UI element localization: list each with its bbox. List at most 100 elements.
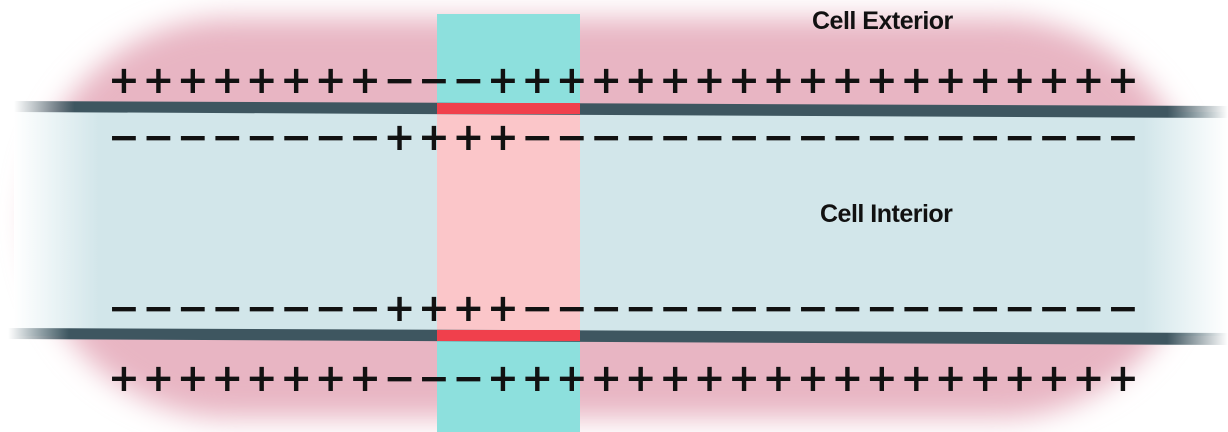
- positive-charge: +: [142, 356, 175, 400]
- negative-charge: −: [590, 115, 623, 159]
- negative-charge: −: [314, 286, 347, 330]
- positive-charge: +: [486, 286, 519, 330]
- positive-charge: +: [280, 58, 313, 102]
- positive-charge: +: [245, 58, 278, 102]
- positive-charge: +: [1003, 58, 1036, 102]
- negative-charge: −: [865, 286, 898, 330]
- positive-charge: +: [900, 58, 933, 102]
- cell-interior: [14, 112, 1228, 336]
- positive-charge: +: [1072, 356, 1105, 400]
- positive-charge: +: [245, 356, 278, 400]
- negative-charge: −: [831, 286, 864, 330]
- positive-charge: +: [831, 58, 864, 102]
- positive-charge: +: [1107, 356, 1139, 400]
- negative-charge: −: [693, 286, 726, 330]
- positive-charge: +: [418, 286, 450, 330]
- negative-charge: −: [1072, 115, 1105, 159]
- negative-charge: −: [900, 115, 933, 159]
- negative-charge: −: [762, 286, 795, 330]
- negative-charge: −: [659, 286, 692, 330]
- positive-charge: +: [314, 356, 347, 400]
- negative-charge: −: [934, 286, 967, 330]
- positive-charge: +: [934, 356, 967, 400]
- positive-charge: +: [555, 356, 588, 400]
- negative-charge: −: [1038, 115, 1070, 159]
- charge-row-outer-top: ++++++++−−−+++++++++++++++++++: [108, 60, 1140, 100]
- negative-charge: −: [245, 286, 278, 330]
- negative-charge: −: [452, 356, 485, 400]
- negative-charge: −: [521, 286, 554, 330]
- depolarized-interior-zone: [437, 112, 580, 336]
- positive-charge: +: [176, 58, 209, 102]
- negative-charge: −: [624, 286, 657, 330]
- positive-charge: +: [659, 356, 692, 400]
- positive-charge: +: [659, 58, 692, 102]
- positive-charge: +: [486, 356, 519, 400]
- positive-charge: +: [383, 286, 416, 330]
- charge-row-inner-bottom: −−−−−−−−++++−−−−−−−−−−−−−−−−−−: [108, 288, 1140, 328]
- positive-charge: +: [693, 356, 726, 400]
- negative-charge: −: [762, 115, 795, 159]
- negative-charge: −: [934, 115, 967, 159]
- negative-charge: −: [108, 115, 140, 159]
- negative-charge: −: [280, 286, 313, 330]
- negative-charge: −: [245, 115, 278, 159]
- depolarized-membrane-top: [437, 103, 580, 114]
- negative-charge: −: [314, 115, 347, 159]
- negative-charge: −: [176, 286, 209, 330]
- positive-charge: +: [831, 356, 864, 400]
- positive-charge: +: [383, 115, 416, 159]
- negative-charge: −: [624, 115, 657, 159]
- positive-charge: +: [693, 58, 726, 102]
- positive-charge: +: [900, 356, 933, 400]
- negative-charge: −: [728, 286, 760, 330]
- positive-charge: +: [349, 58, 381, 102]
- negative-charge: −: [1003, 115, 1036, 159]
- positive-charge: +: [762, 58, 795, 102]
- positive-charge: +: [969, 58, 1002, 102]
- negative-charge: −: [349, 286, 381, 330]
- membrane-top: [14, 101, 1228, 118]
- positive-charge: +: [486, 115, 519, 159]
- positive-charge: +: [1107, 58, 1139, 102]
- charge-row-inner-top: −−−−−−−−++++−−−−−−−−−−−−−−−−−−: [108, 117, 1140, 157]
- positive-charge: +: [969, 356, 1002, 400]
- positive-charge: +: [521, 356, 554, 400]
- negative-charge: −: [865, 115, 898, 159]
- negative-charge: −: [831, 115, 864, 159]
- negative-charge: −: [452, 58, 485, 102]
- negative-charge: −: [211, 115, 244, 159]
- positive-charge: +: [486, 58, 519, 102]
- positive-charge: +: [211, 356, 244, 400]
- negative-charge: −: [142, 115, 175, 159]
- negative-charge: −: [693, 115, 726, 159]
- charge-row-outer-bottom: ++++++++−−−+++++++++++++++++++: [108, 358, 1140, 398]
- negative-charge: −: [383, 356, 416, 400]
- cell-exterior-label: Cell Exterior: [812, 7, 953, 35]
- positive-charge: +: [1003, 356, 1036, 400]
- positive-charge: +: [797, 58, 829, 102]
- depolarized-membrane-bottom: [437, 330, 580, 341]
- negative-charge: −: [1038, 286, 1070, 330]
- positive-charge: +: [1072, 58, 1105, 102]
- positive-charge: +: [590, 356, 623, 400]
- positive-charge: +: [280, 356, 313, 400]
- positive-charge: +: [797, 356, 829, 400]
- negative-charge: −: [1003, 286, 1036, 330]
- negative-charge: −: [349, 115, 381, 159]
- positive-charge: +: [314, 58, 347, 102]
- positive-charge: +: [762, 356, 795, 400]
- positive-charge: +: [349, 356, 381, 400]
- positive-charge: +: [521, 58, 554, 102]
- negative-charge: −: [728, 115, 760, 159]
- negative-charge: −: [142, 286, 175, 330]
- negative-charge: −: [555, 286, 588, 330]
- positive-charge: +: [728, 356, 760, 400]
- positive-charge: +: [418, 115, 450, 159]
- negative-charge: −: [555, 115, 588, 159]
- negative-charge: −: [108, 286, 140, 330]
- positive-charge: +: [555, 58, 588, 102]
- positive-charge: +: [142, 58, 175, 102]
